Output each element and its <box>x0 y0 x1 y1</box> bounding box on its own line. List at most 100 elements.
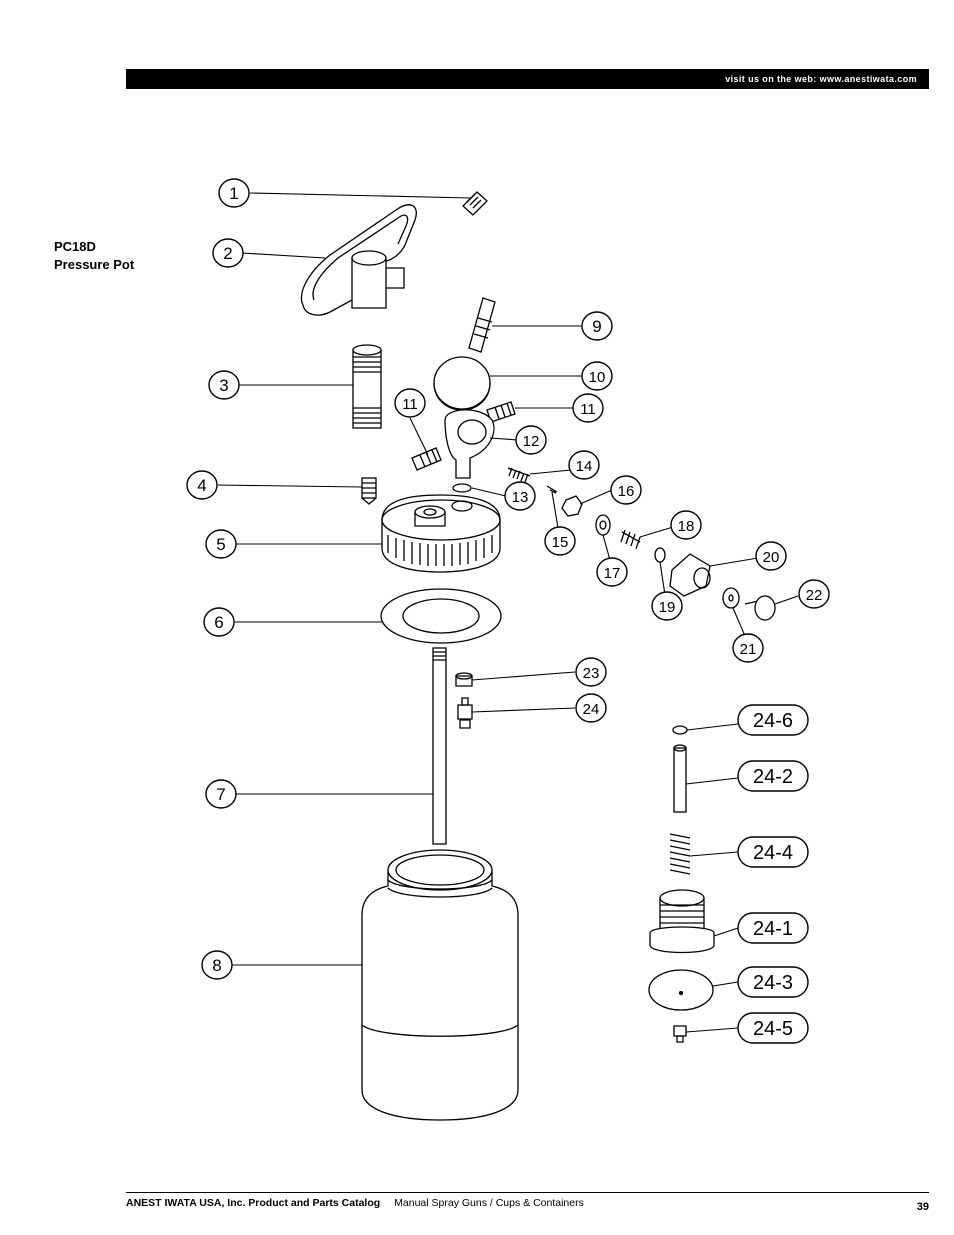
callout-13: 13 <box>504 481 536 511</box>
parts-drawing <box>300 191 776 1121</box>
callout-7: 7 <box>205 779 237 809</box>
callout-20: 20 <box>755 541 787 571</box>
callout-label: 10 <box>589 369 606 386</box>
callout-label: 19 <box>659 599 676 616</box>
callout-label: 9 <box>592 317 601 336</box>
part-11-fitting-left <box>411 447 442 471</box>
part-6-gasket <box>380 588 502 644</box>
part-19-ring <box>654 547 666 563</box>
callout-23: 23 <box>575 657 607 687</box>
callout-label: 17 <box>604 565 621 582</box>
callout-label: 21 <box>740 641 757 658</box>
callout-label: 5 <box>216 535 225 554</box>
callout-11: 11 <box>394 388 426 418</box>
callout-label: 12 <box>523 433 540 450</box>
callout-label: 24-5 <box>753 1018 793 1040</box>
part-24-1-body <box>649 889 715 954</box>
callout-label: 20 <box>763 549 780 566</box>
part-22-screw <box>744 595 776 621</box>
header-bar: visit us on the web: www.anestiwata.com <box>126 69 929 89</box>
part-10-gauge <box>433 356 491 411</box>
model-title: PC18D Pressure Pot <box>54 238 134 274</box>
callout-2: 2 <box>212 238 244 268</box>
part-15-pin <box>546 485 558 494</box>
callout-21: 21 <box>732 633 764 663</box>
part-21-washer <box>722 587 740 609</box>
part-2-t-handle <box>300 204 417 316</box>
callout-label: 8 <box>212 956 221 975</box>
part-8-container <box>361 849 519 1121</box>
callout-label: 16 <box>618 483 635 500</box>
callout-9: 9 <box>581 311 613 341</box>
callout-label: 6 <box>214 613 223 632</box>
callout-14: 14 <box>568 450 600 480</box>
callout-4: 4 <box>186 470 218 500</box>
callout-12: 12 <box>515 425 547 455</box>
callout-24-1: 24-1 <box>737 912 809 944</box>
callout-19: 19 <box>651 591 683 621</box>
callout-24-6: 24-6 <box>737 704 809 736</box>
website-link[interactable]: visit us on the web: www.anestiwata.com <box>725 74 917 84</box>
part-17-washer <box>595 514 611 536</box>
part-24-6-ring <box>672 725 688 735</box>
callout-11: 11 <box>572 393 604 423</box>
part-5-lid <box>381 494 501 573</box>
model-name: Pressure Pot <box>54 257 135 272</box>
callout-label: 23 <box>583 665 600 682</box>
part-24-2-stem <box>673 744 687 813</box>
part-4-plug <box>361 477 377 505</box>
callout-10: 10 <box>581 361 613 391</box>
callout-24-5: 24-5 <box>737 1012 809 1044</box>
part-23-nut <box>455 672 473 687</box>
part-24-relief-valve <box>457 697 473 729</box>
part-7-tube <box>432 647 447 845</box>
part-3-pipe <box>352 344 382 429</box>
part-1-nipple <box>462 191 488 216</box>
footer-rule <box>126 1192 929 1193</box>
part-14-spring <box>507 467 531 483</box>
callout-6: 6 <box>203 607 235 637</box>
part-18-spring <box>620 529 641 550</box>
callout-label: 24-6 <box>753 710 793 732</box>
part-12-manifold <box>444 409 495 479</box>
callout-label: 1 <box>229 184 238 203</box>
part-13-oring <box>451 483 473 512</box>
part-24-5-screw <box>673 1025 687 1043</box>
footer-section: Manual Spray Guns / Cups & Containers <box>394 1197 584 1209</box>
callout-label: 18 <box>678 518 695 535</box>
callout-label: 24 <box>583 701 600 718</box>
callout-label: 14 <box>576 458 593 475</box>
callout-24-4: 24-4 <box>737 836 809 868</box>
part-24-4-spring <box>669 833 691 875</box>
callout-8: 8 <box>201 950 233 980</box>
callout-18: 18 <box>670 510 702 540</box>
callout-label: 15 <box>552 534 569 551</box>
callout-label: 13 <box>512 489 529 506</box>
part-24-3-disc <box>648 969 714 1011</box>
footer-catalog: ANEST IWATA USA, Inc. Product and Parts … <box>126 1197 381 1209</box>
callout-label: 11 <box>402 396 418 413</box>
callout-label: 7 <box>216 785 225 804</box>
callout-5: 5 <box>205 529 237 559</box>
callout-label: 24-2 <box>753 766 793 788</box>
callout-22: 22 <box>798 579 830 609</box>
callout-label: 24-4 <box>753 842 793 864</box>
callout-label: 22 <box>806 587 823 604</box>
callout-24-3: 24-3 <box>737 966 809 998</box>
callout-16: 16 <box>610 475 642 505</box>
part-20-valve-body <box>669 553 711 597</box>
page-number: 39 <box>916 1201 929 1213</box>
callout-24-2: 24-2 <box>737 760 809 792</box>
callout-24: 24 <box>575 693 607 723</box>
callout-17: 17 <box>596 557 628 587</box>
part-16-nut <box>561 495 583 517</box>
callout-label: 3 <box>219 376 228 395</box>
model-code: PC18D <box>54 239 96 254</box>
callout-3: 3 <box>208 370 240 400</box>
callout-1: 1 <box>218 178 250 208</box>
callout-15: 15 <box>544 526 576 556</box>
callout-label: 2 <box>223 244 232 263</box>
part-9-fitting <box>468 297 496 353</box>
